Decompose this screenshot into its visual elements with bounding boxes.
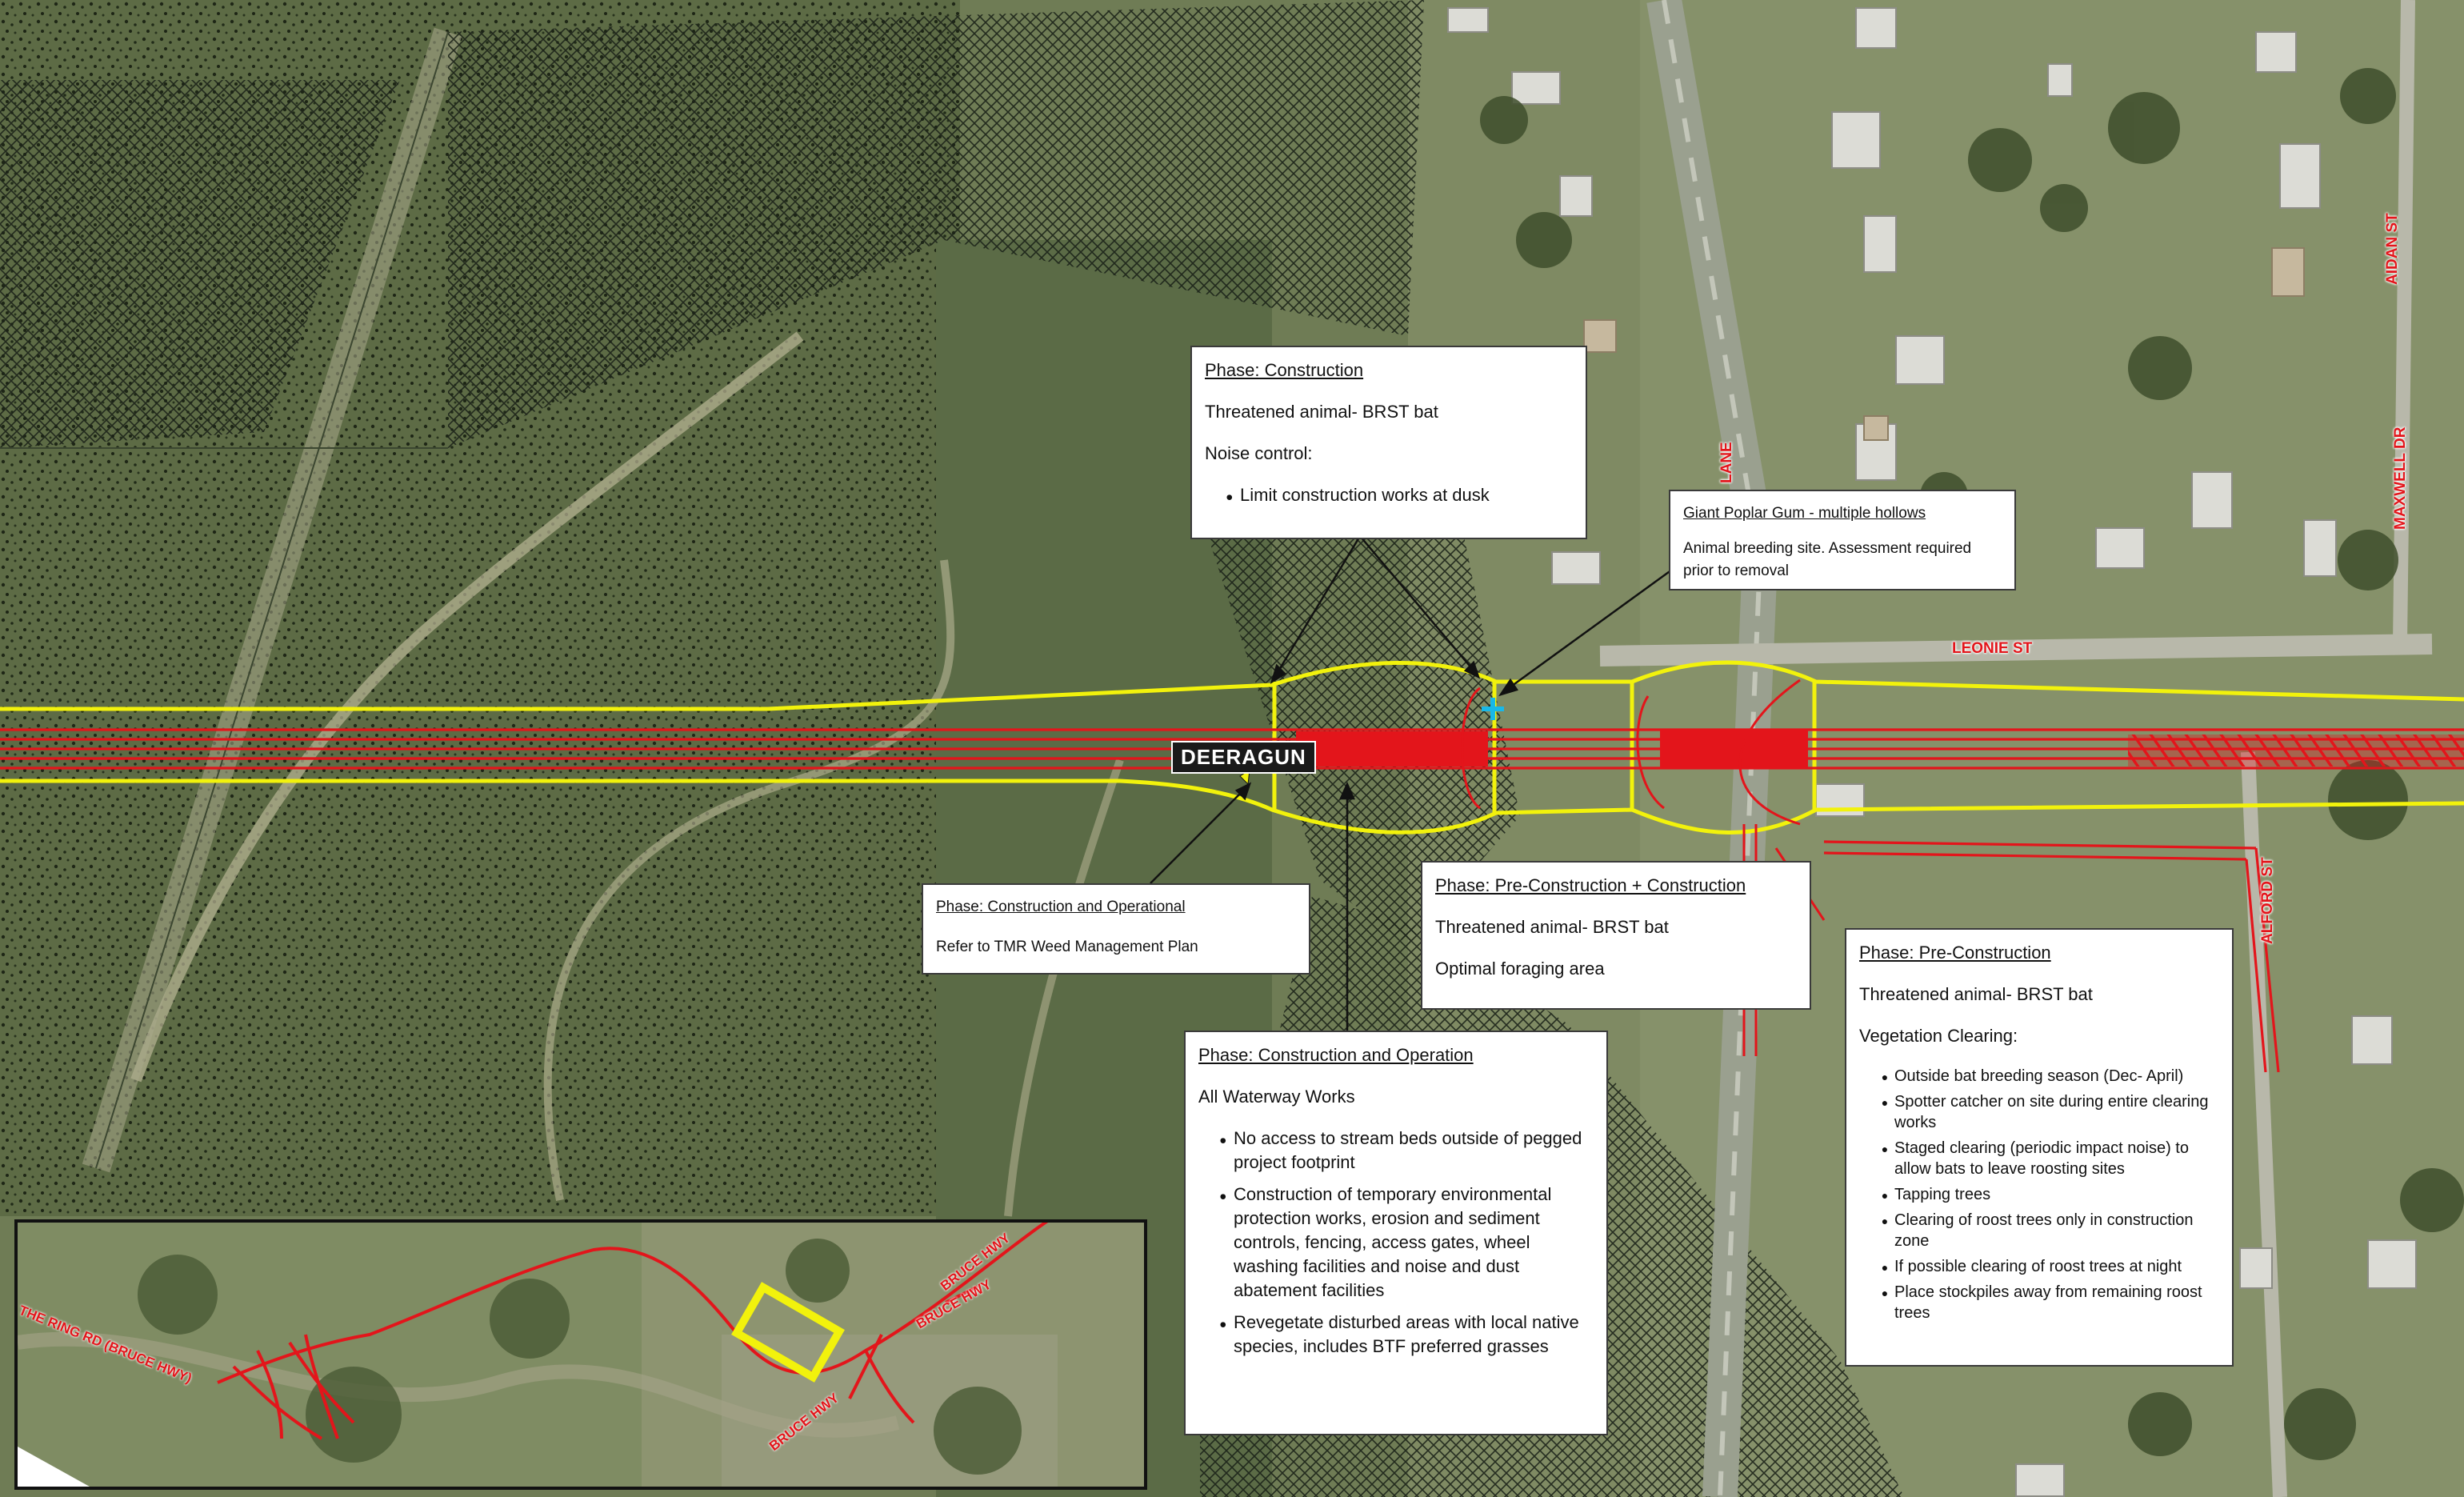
callout-waterway-works: Phase: Construction and Operation All Wa… xyxy=(1184,1031,1608,1435)
callout-body: Optimal foraging area xyxy=(1435,959,1605,979)
inset-imagery xyxy=(18,1223,1144,1487)
callout-title: Phase: Pre-Construction xyxy=(1859,943,2051,963)
callout-weed-management: Phase: Construction and Operational Refe… xyxy=(922,883,1310,975)
callout-subject: Threatened animal- BRST bat xyxy=(1435,917,1669,937)
street-label-lane: LANE xyxy=(1718,442,1735,483)
callout-title: Phase: Pre-Construction + Construction xyxy=(1435,875,1746,895)
callout-construction-noise: Phase: Construction Threatened animal- B… xyxy=(1190,346,1587,539)
callout-heading: Vegetation Clearing: xyxy=(1859,1026,2018,1046)
list-item: Place stockpiles away from remaining roo… xyxy=(1894,1282,2219,1323)
list-item: Revegetate disturbed areas with local na… xyxy=(1234,1311,1594,1359)
street-label-maxwell-dr: MAXWELL DR xyxy=(2392,426,2409,530)
callout-subject: Threatened animal- BRST bat xyxy=(1859,984,2093,1004)
callout-title: Phase: Construction and Operational xyxy=(936,899,1186,915)
place-label-deeragun: DEERAGUN xyxy=(1171,741,1316,774)
callout-title: Giant Poplar Gum - multiple hollows xyxy=(1683,505,1926,522)
tree-marker-icon xyxy=(1482,698,1504,720)
street-label-leonie-st: LEONIE ST xyxy=(1952,640,2033,657)
list-item: Tapping trees xyxy=(1894,1184,2219,1205)
callout-body: Animal breeding site. Assessment require… xyxy=(1683,540,1972,579)
callout-vegetation-clearing: Phase: Pre-Construction Threatened anima… xyxy=(1845,928,2234,1367)
list-item: Clearing of roost trees only in construc… xyxy=(1894,1210,2219,1251)
inset-locality-map[interactable]: THE RING RD (BRUCE HWY) BRUCE HWY BRUCE … xyxy=(14,1219,1147,1490)
callout-poplar-gum: Giant Poplar Gum - multiple hollows Anim… xyxy=(1669,490,2016,590)
callout-list: No access to stream beds outside of pegg… xyxy=(1198,1127,1594,1359)
callout-body: Refer to TMR Weed Management Plan xyxy=(936,939,1198,955)
callout-list: Limit construction works at dusk xyxy=(1205,483,1573,507)
list-item: If possible clearing of roost trees at n… xyxy=(1894,1256,2219,1277)
callout-heading: Noise control: xyxy=(1205,443,1313,463)
callout-heading: All Waterway Works xyxy=(1198,1087,1355,1107)
list-item: No access to stream beds outside of pegg… xyxy=(1234,1127,1594,1175)
list-item: Staged clearing (periodic impact noise) … xyxy=(1894,1138,2219,1179)
list-item: Spotter catcher on site during entire cl… xyxy=(1894,1091,2219,1133)
callout-subject: Threatened animal- BRST bat xyxy=(1205,402,1438,422)
street-label-alford-st: ALFORD ST xyxy=(2259,857,2276,944)
list-item: Outside bat breeding season (Dec- April) xyxy=(1894,1066,2219,1087)
list-item: Construction of temporary environmental … xyxy=(1234,1183,1594,1303)
callout-list: Outside bat breeding season (Dec- April)… xyxy=(1859,1066,2219,1323)
callout-title: Phase: Construction and Operation xyxy=(1198,1045,1474,1065)
callout-title: Phase: Construction xyxy=(1205,360,1364,380)
list-item: Limit construction works at dusk xyxy=(1240,483,1573,507)
callout-foraging-area: Phase: Pre-Construction + Construction T… xyxy=(1421,861,1811,1010)
street-label-aidan-st: AIDAN ST xyxy=(2384,213,2401,285)
